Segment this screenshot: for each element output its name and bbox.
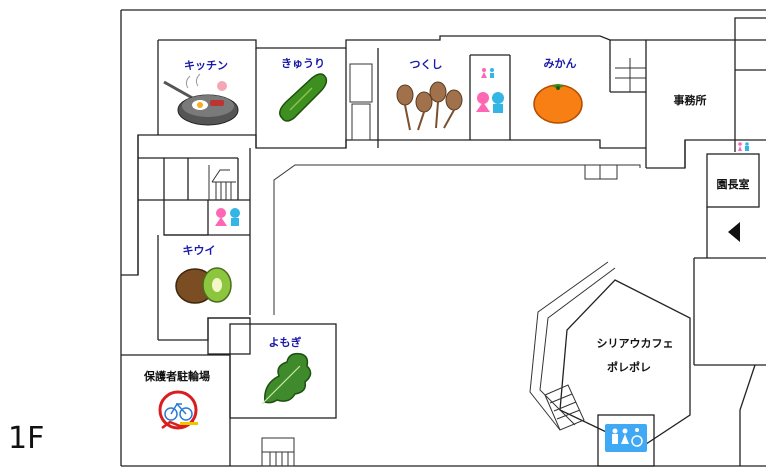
room-label-mandarin: みかん (544, 57, 577, 70)
room-label-cucumber: きゅうり (281, 57, 325, 70)
horsetail-icon (396, 81, 463, 131)
room-label-bicycle-parking: 保護者駐輪場 (143, 369, 210, 383)
room-label-cafe-subtitle: ポレポレ (607, 360, 651, 374)
room-label-principal: 園長室 (717, 177, 750, 191)
entrance-arrow-icon (728, 222, 740, 242)
stair-left (211, 169, 236, 200)
bicycle-parking-icon (158, 390, 198, 430)
room-label-horsetail: つくし (410, 58, 443, 71)
cucumber-icon (279, 73, 328, 122)
room-label-kitchen: キッチン (184, 59, 228, 72)
kiwi-restroom-icon (215, 208, 240, 226)
room-label-kiwi: キウイ (183, 244, 216, 257)
accessible-restroom-icon (605, 424, 647, 452)
room-label-mugwort: よもぎ (269, 335, 302, 349)
room-label-office: 事務所 (674, 93, 707, 107)
mugwort-icon (261, 352, 312, 405)
mandarin-icon (533, 84, 583, 124)
stair-cafe (544, 384, 585, 431)
floor-label: 1F (8, 421, 45, 456)
office-restroom-icon (738, 142, 749, 151)
restroom-icon (476, 68, 504, 113)
building-walls (120, 9, 766, 467)
kiwi-icon (175, 267, 232, 304)
room-label-cafe: シリアウカフェ (597, 337, 674, 350)
stair-bottom (261, 437, 295, 467)
frying-pan-icon (163, 73, 239, 126)
